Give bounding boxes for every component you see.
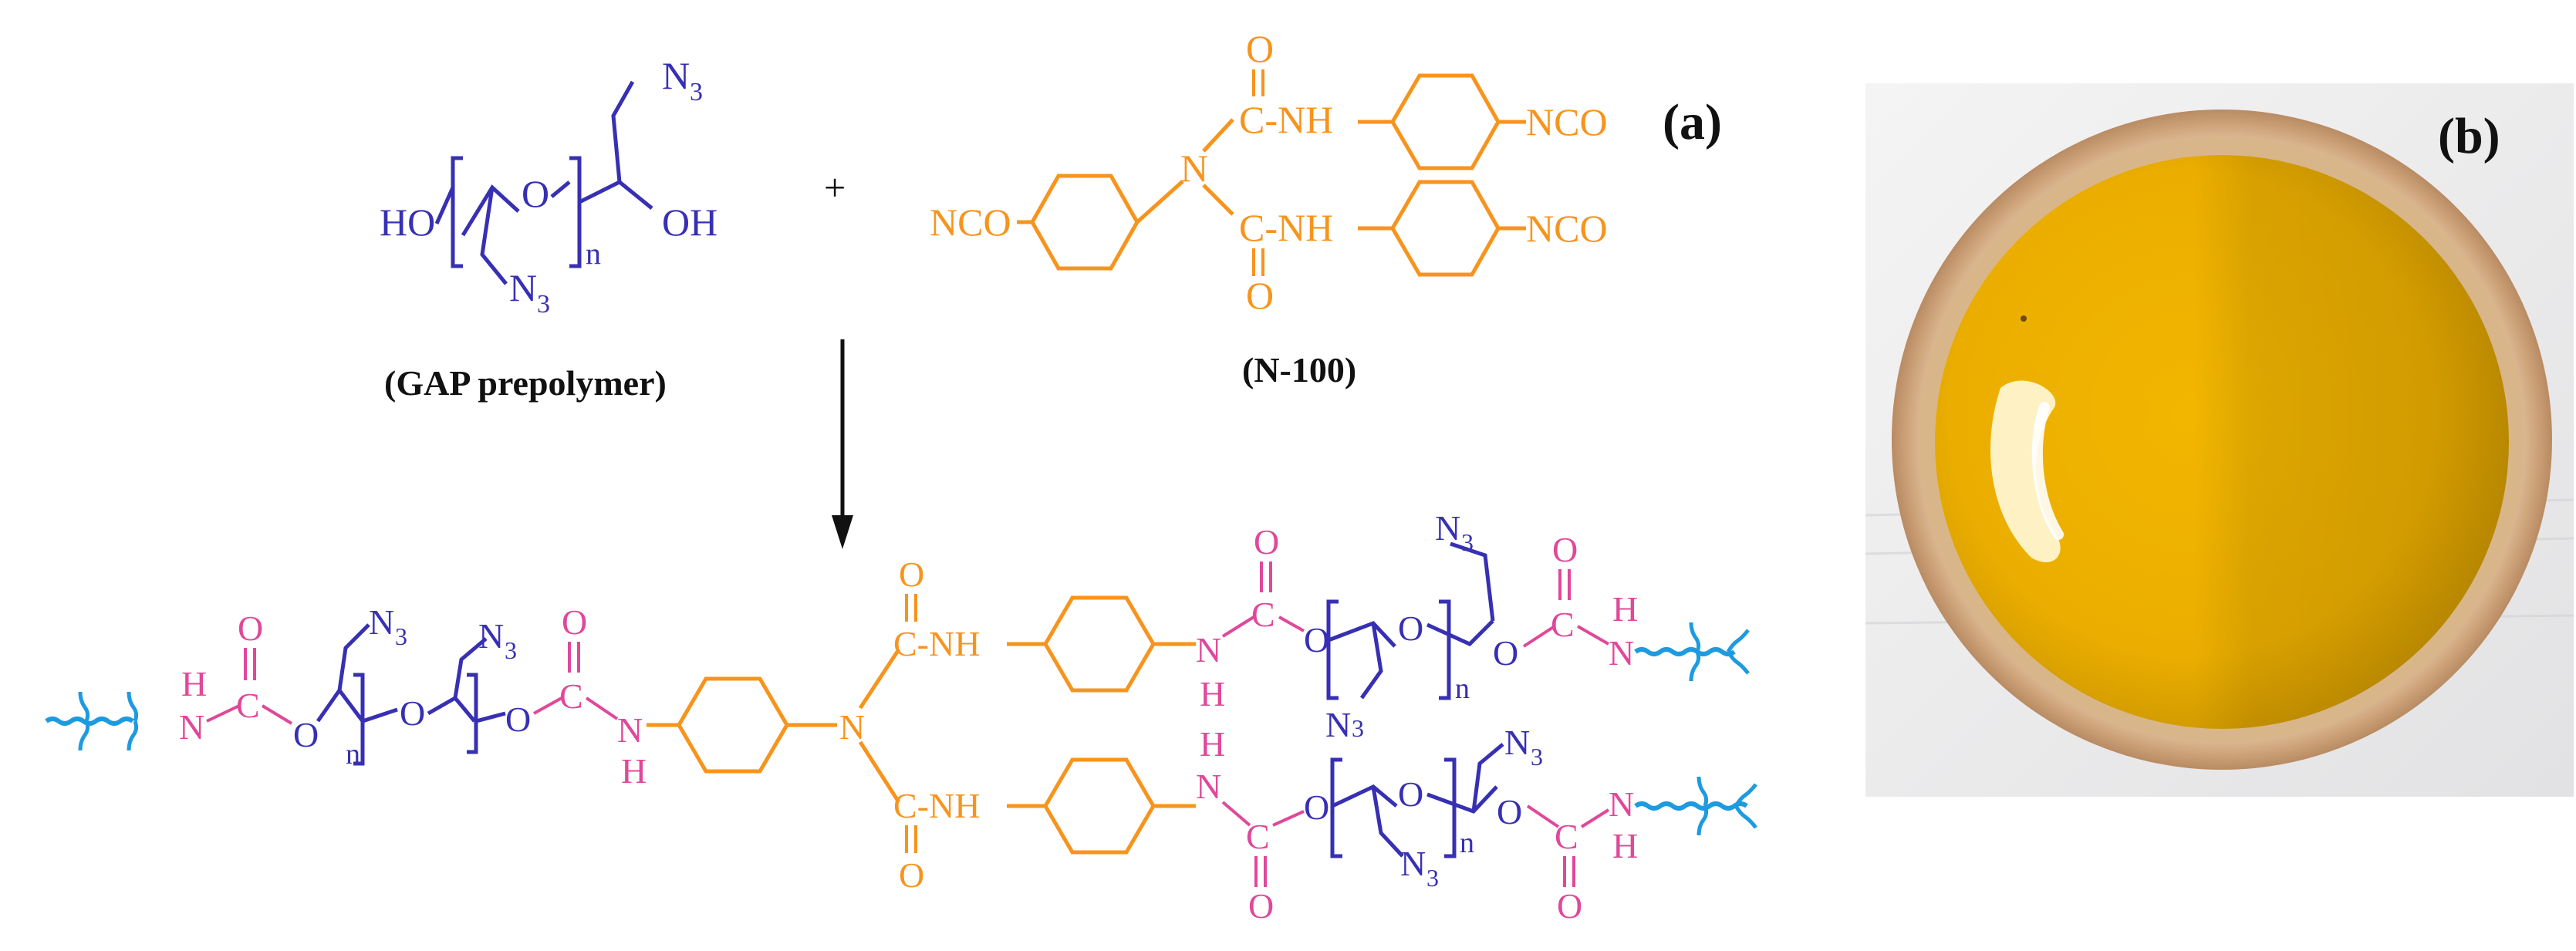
plus-sign: + <box>824 166 846 209</box>
svg-text:O: O <box>1552 530 1578 569</box>
svg-text:N: N <box>1609 633 1634 673</box>
carbonyl-bottom: C-NH O <box>1239 206 1333 317</box>
atom-nco-bottom: NCO <box>1526 207 1608 250</box>
gap-prepolymer-structure: HO O n OH N 3 N 3 <box>380 54 717 319</box>
svg-text:N: N <box>1504 723 1530 762</box>
svg-text:O: O <box>1246 27 1274 70</box>
svg-text:C: C <box>559 676 583 716</box>
svg-text:3: 3 <box>1352 714 1364 742</box>
azide-net-upper-1: N 3 <box>1325 705 1364 744</box>
svg-text:C-NH: C-NH <box>893 786 980 825</box>
cured-network-structure: N H C O O N 3 n O N 3 O C O N H <box>45 508 1757 926</box>
svg-text:O: O <box>400 693 425 733</box>
svg-text:O: O <box>1246 274 1274 317</box>
svg-text:O: O <box>1304 620 1329 659</box>
reaction-scheme: HO O n OH N 3 N 3 (GAP prepolymer) + NCO… <box>45 27 1757 926</box>
atom-nco-top: NCO <box>1526 100 1608 143</box>
svg-text:C: C <box>1551 605 1575 644</box>
svg-text:C: C <box>1555 817 1578 856</box>
network-crosslink-lower-right <box>1634 776 1757 836</box>
svg-text:N: N <box>179 707 204 747</box>
network-crosslink-left <box>45 691 139 751</box>
svg-text:3: 3 <box>505 636 517 664</box>
svg-text:O: O <box>1493 633 1518 673</box>
svg-text:C-NH: C-NH <box>893 624 980 663</box>
azide-net-left-2: N 3 <box>478 616 517 664</box>
svg-text:O: O <box>899 855 924 895</box>
svg-text:N: N <box>369 602 394 642</box>
carbonyl-top: O C-NH <box>1239 27 1333 141</box>
atom-n-network: N <box>839 707 865 747</box>
svg-text:H: H <box>1200 674 1225 713</box>
n100-caption: (N-100) <box>1242 350 1356 390</box>
azide-top: N 3 <box>662 54 703 106</box>
svg-text:O: O <box>505 700 531 739</box>
svg-text:O: O <box>1304 787 1329 827</box>
svg-text:n: n <box>346 738 360 771</box>
svg-text:C: C <box>1251 595 1275 634</box>
svg-text:O: O <box>1557 886 1582 926</box>
azide-net-lower-2: N 3 <box>1504 723 1543 771</box>
svg-text:N: N <box>1400 844 1426 883</box>
svg-text:H: H <box>1612 589 1638 629</box>
gap-caption: (GAP prepolymer) <box>384 363 667 403</box>
svg-text:3: 3 <box>690 78 703 106</box>
svg-text:3: 3 <box>1426 864 1439 892</box>
svg-text:O: O <box>1248 886 1274 926</box>
panel-a-label: (a) <box>1663 94 1722 150</box>
repeat-n: n <box>586 236 601 271</box>
svg-text:O: O <box>1398 774 1423 814</box>
reaction-arrow <box>832 339 853 549</box>
svg-text:N: N <box>478 616 504 656</box>
svg-text:N: N <box>1609 784 1634 824</box>
atom-o: O <box>522 172 549 215</box>
svg-text:O: O <box>562 602 587 642</box>
atom-nco-left: NCO <box>930 201 1011 244</box>
atom-oh: OH <box>662 201 717 244</box>
atom-ho: HO <box>380 201 435 244</box>
atom-n-center: N <box>1180 147 1208 190</box>
svg-text:3: 3 <box>1461 528 1474 556</box>
svg-text:N: N <box>509 266 537 309</box>
svg-text:N: N <box>1325 705 1351 744</box>
azide-net-lower-1: N 3 <box>1400 844 1439 892</box>
svg-text:3: 3 <box>537 290 550 319</box>
svg-text:H: H <box>1200 724 1225 764</box>
svg-text:N: N <box>662 54 690 97</box>
svg-text:3: 3 <box>1531 743 1543 771</box>
svg-text:N: N <box>1196 630 1221 669</box>
svg-text:O: O <box>1497 792 1522 831</box>
svg-text:O: O <box>238 609 263 648</box>
network-crosslink-upper-right <box>1634 622 1750 682</box>
cured-sample-photo: (b) <box>1865 83 2574 797</box>
svg-text:O: O <box>1254 522 1279 561</box>
svg-text:n: n <box>1455 673 1470 705</box>
svg-text:O: O <box>1398 609 1423 648</box>
svg-text:C: C <box>236 686 260 725</box>
svg-text:n: n <box>1460 827 1474 859</box>
svg-text:H: H <box>621 751 647 791</box>
svg-text:C: C <box>1246 817 1270 856</box>
svg-text:H: H <box>1612 826 1638 865</box>
svg-text:3: 3 <box>395 622 407 650</box>
svg-text:C-NH: C-NH <box>1239 206 1333 249</box>
svg-text:C-NH: C-NH <box>1239 98 1333 141</box>
svg-text:O: O <box>899 555 924 594</box>
azide-net-upper-2: N 3 <box>1435 508 1474 556</box>
svg-text:N: N <box>617 710 643 750</box>
svg-text:N: N <box>1435 508 1460 548</box>
svg-text:N: N <box>1196 767 1221 806</box>
azide-net-left-1: N 3 <box>369 602 407 650</box>
svg-text:O: O <box>293 715 319 754</box>
panel-b-label: (b) <box>2438 108 2500 164</box>
n100-structure: NCO N O C-NH NCO C-NH O NCO <box>930 27 1608 317</box>
azide-bottom: N 3 <box>509 266 550 319</box>
svg-text:H: H <box>181 664 207 703</box>
